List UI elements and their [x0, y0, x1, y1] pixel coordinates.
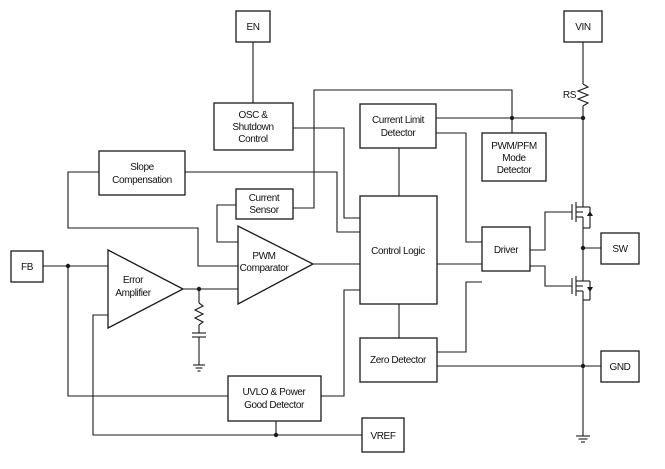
- current-limit-line1: Current Limit: [372, 115, 425, 126]
- fb-pin-label: FB: [21, 262, 34, 273]
- uvlo-line2: Good Detector: [244, 400, 305, 411]
- slope-compensation-block: [98, 150, 186, 196]
- pwm-pfm-line1: PWM/PFM: [491, 141, 537, 152]
- current-sensor-line2: Sensor: [249, 205, 279, 216]
- error-amp-line1: Error: [123, 275, 144, 286]
- current-sensor-line1: Current: [249, 193, 280, 204]
- vin-pin: [563, 10, 603, 43]
- rs-label: RS: [563, 90, 577, 101]
- current-limit-line2: Detector: [381, 128, 417, 139]
- low-side-mosfet: [571, 270, 593, 301]
- current-sensor-block: [235, 188, 294, 220]
- sw-pin-label: SW: [612, 244, 628, 255]
- driver-label: Driver: [494, 245, 519, 256]
- error-amplifier: [107, 248, 185, 330]
- current-limit-detector-block: [359, 103, 437, 149]
- junction-dots: [65, 115, 586, 438]
- pwm-pfm-detector-block: [481, 132, 547, 182]
- osc-line3: Control: [238, 134, 268, 145]
- high-side-mosfet: [571, 202, 593, 229]
- en-pin-label: EN: [246, 22, 259, 33]
- slope-line2: Compensation: [112, 175, 172, 186]
- control-logic-block: [359, 195, 438, 305]
- vin-pin-label: VIN: [575, 22, 591, 33]
- osc-shutdown-block: [213, 102, 294, 151]
- gnd-pin-label: GND: [609, 362, 630, 373]
- control-logic-label: Control Logic: [371, 246, 425, 257]
- fb-pin: [10, 250, 44, 283]
- slope-line1: Slope: [130, 162, 154, 173]
- pwm-comp-line1: PWM: [252, 251, 275, 262]
- gnd-pin: [600, 350, 640, 383]
- en-pin: [235, 10, 271, 43]
- uvlo-power-good-block: [227, 375, 322, 422]
- pwm-comparator: [237, 224, 315, 306]
- osc-line1: OSC &: [238, 110, 268, 121]
- zero-detector-block: [359, 337, 438, 383]
- pwm-pfm-line2: Mode: [502, 153, 526, 164]
- vref-block: [361, 417, 405, 453]
- pwm-comp-line2: Comparator: [240, 263, 290, 274]
- uvlo-line1: UVLO & Power: [242, 387, 306, 398]
- vref-label: VREF: [370, 431, 395, 442]
- rs-resistor: [576, 83, 590, 107]
- zero-detector-label: Zero Detector: [370, 355, 427, 366]
- driver-block: [481, 226, 531, 272]
- error-amp-line2: Amplifier: [115, 288, 151, 299]
- osc-line2: Shutdown: [232, 122, 273, 133]
- pwm-pfm-line3: Detector: [497, 165, 533, 176]
- sw-pin: [600, 232, 640, 265]
